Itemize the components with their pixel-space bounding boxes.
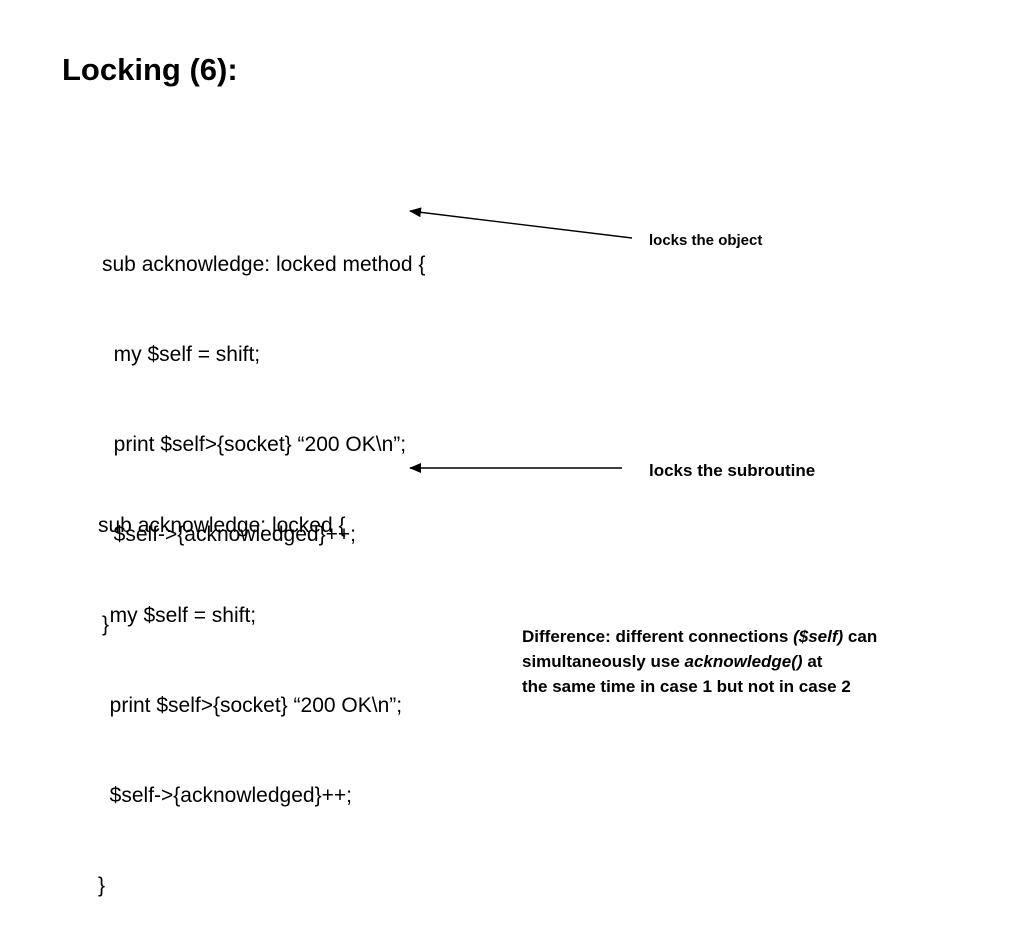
code-line: } [98, 874, 106, 897]
code-block-locked-sub: sub acknowledge: locked { my $self = shi… [98, 451, 402, 931]
note-line: Difference: different connections ($self… [522, 624, 877, 649]
code-line: } [102, 613, 110, 636]
note-text: can [843, 627, 878, 646]
code-line: print $self>{socket} “200 OK\n”; [102, 433, 407, 456]
arrow-to-locked-method [409, 207, 633, 239]
difference-note: Difference: different connections ($self… [522, 624, 877, 699]
annotation-locks-object: locks the object [649, 232, 763, 249]
code-line: sub acknowledge: locked { [98, 514, 346, 537]
note-emphasis: acknowledge() [684, 652, 803, 671]
code-line: my $self = shift; [98, 604, 257, 627]
note-line: simultaneously use acknowledge() at [522, 649, 877, 674]
note-text: simultaneously use [522, 652, 685, 671]
code-block-locked-method: sub acknowledge: locked method { my $sel… [102, 190, 425, 670]
slide-title: Locking (6): [62, 52, 238, 87]
note-text: at [802, 652, 823, 671]
code-line: print $self>{socket} “200 OK\n”; [98, 694, 403, 717]
note-text: Difference: different connections [522, 627, 794, 646]
code-line: $self->{acknowledged}++; [98, 784, 352, 807]
note-emphasis: ($self) [793, 627, 844, 646]
note-line: the same time in case 1 but not in case … [522, 677, 851, 696]
code-line: sub acknowledge: locked method { [102, 253, 426, 276]
code-line: my $self = shift; [102, 343, 261, 366]
code-line: $self->{acknowledged}++; [102, 523, 356, 546]
annotation-locks-subroutine: locks the subroutine [649, 461, 816, 480]
